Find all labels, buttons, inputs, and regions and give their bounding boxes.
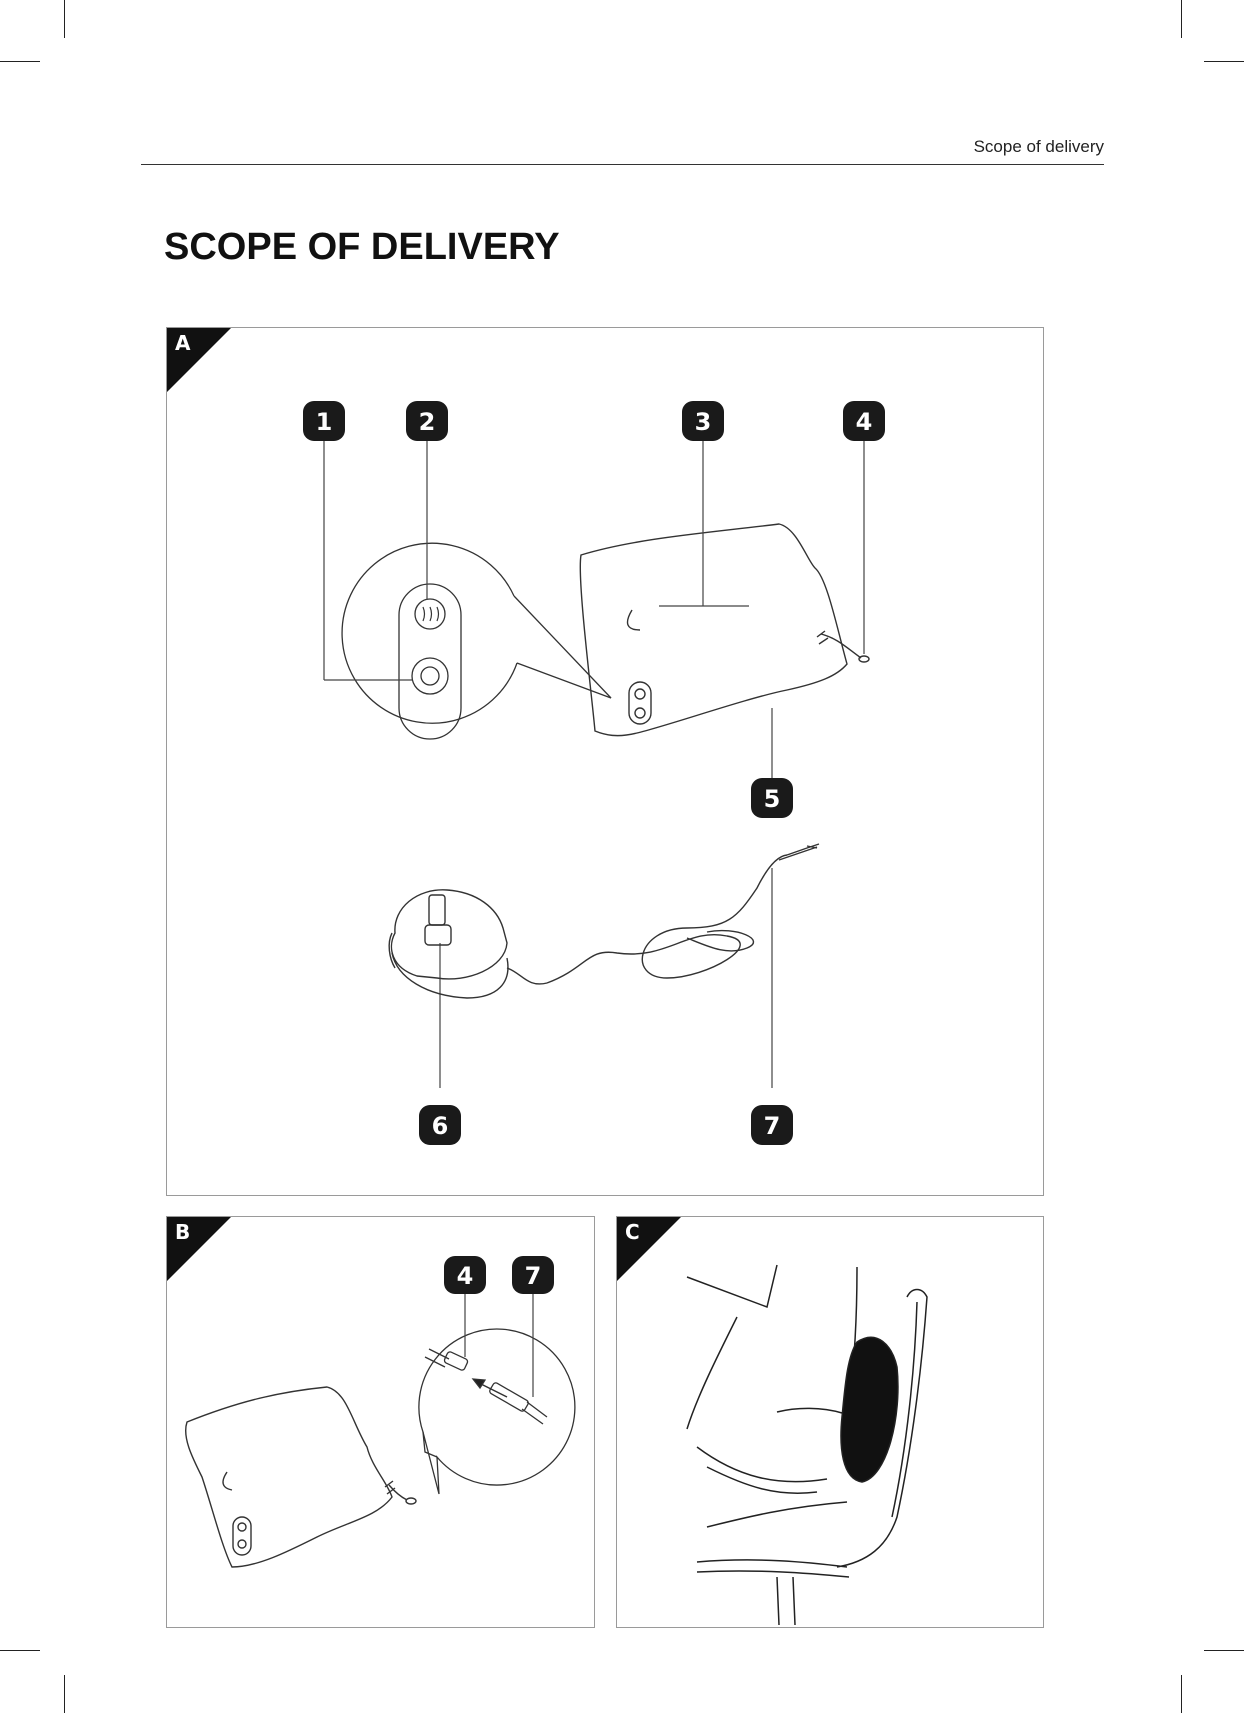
- callout-7-label: 7: [525, 1262, 542, 1290]
- figure-b-illustration: 4 7: [167, 1217, 594, 1627]
- power-adapter: [389, 844, 819, 998]
- cushion: [186, 1387, 416, 1567]
- controller-zoom: [342, 543, 611, 739]
- section-header: Scope of delivery: [974, 137, 1104, 157]
- crop-mark: [0, 1650, 40, 1651]
- crop-mark: [64, 1675, 65, 1713]
- figure-b: 4 7 B: [166, 1216, 595, 1628]
- cushion: [580, 524, 869, 736]
- crop-mark: [1204, 61, 1244, 62]
- callout-2-label: 2: [419, 408, 436, 436]
- callout-5-label: 5: [764, 785, 781, 813]
- figure-c-illustration: [617, 1217, 1043, 1627]
- page-title: SCOPE OF DELIVERY: [164, 226, 560, 269]
- figure-c: C: [616, 1216, 1044, 1628]
- crop-mark: [1181, 0, 1182, 38]
- callout-4-label: 4: [457, 1262, 474, 1290]
- figure-label-c: C: [625, 1220, 640, 1244]
- seated-person: [687, 1265, 927, 1625]
- callout-6-label: 6: [432, 1112, 449, 1140]
- figure-label-b: B: [175, 1220, 190, 1244]
- crop-mark: [1204, 1650, 1244, 1651]
- crop-mark: [1181, 1675, 1182, 1713]
- crop-mark: [0, 61, 40, 62]
- figure-label-a: A: [175, 331, 190, 355]
- crop-mark: [64, 0, 65, 38]
- callout-4-label: 4: [856, 408, 873, 436]
- callout-3-label: 3: [695, 408, 712, 436]
- callout-badges: 4 7: [444, 1256, 554, 1294]
- figure-a: 1 2 3 4 5 6 7 A: [166, 327, 1044, 1196]
- callout-1-label: 1: [316, 408, 333, 436]
- leader-lines: [324, 438, 864, 1088]
- connector-zoom: [419, 1329, 575, 1494]
- callout-7-label: 7: [764, 1112, 781, 1140]
- header-rule: [141, 164, 1104, 165]
- callout-badges: 1 2 3 4 5 6 7: [303, 401, 885, 1145]
- figure-a-illustration: 1 2 3 4 5 6 7: [167, 328, 1043, 1195]
